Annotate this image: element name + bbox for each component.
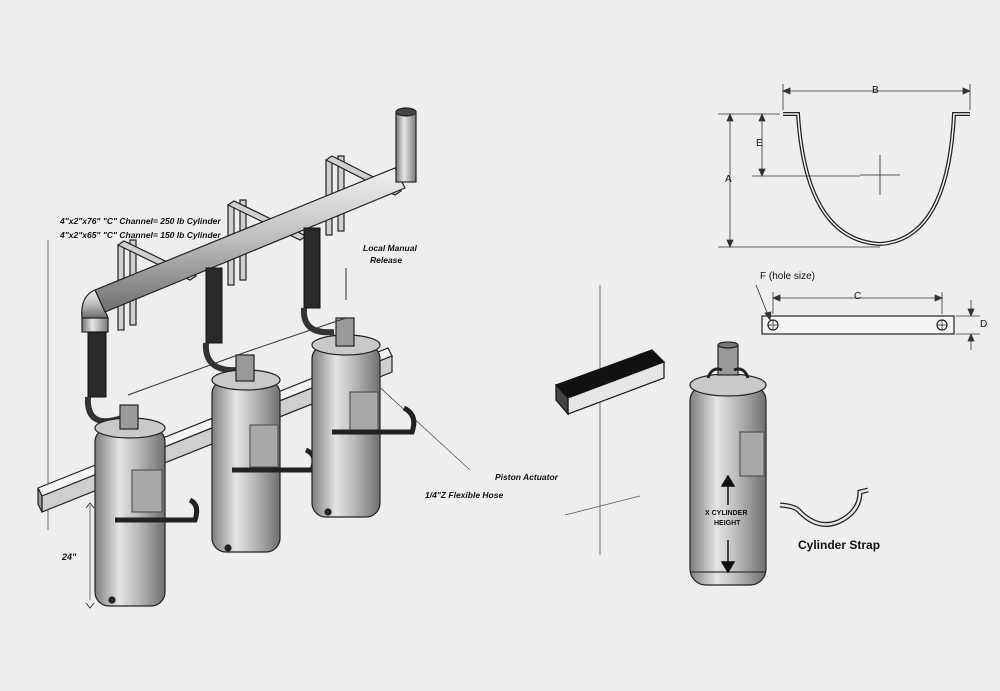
label-flexible-hose: 1/4"Z Flexible Hose (425, 490, 504, 500)
label-channel-150: 4"x2"x65" "C" Channel= 150 lb Cylinder (60, 230, 221, 240)
label-local-manual-1: Local Manual (363, 243, 417, 253)
dimension-lines (718, 84, 972, 249)
dim-24-marks (85, 502, 95, 609)
cylinder-1 (94, 404, 200, 607)
flat-strap-dimensions (755, 284, 980, 350)
label-hole-size: F (hole size) (760, 271, 816, 282)
label-dim-d: D (980, 319, 988, 330)
actuator-cable (127, 317, 347, 396)
label-dim-c: C (854, 291, 862, 302)
cylinder-height-arrow (720, 474, 736, 574)
label-dim-b: B (872, 85, 879, 96)
label-dim-e: E (756, 138, 763, 149)
label-local-manual-2: Release (370, 255, 403, 265)
label-cylinder-height-2: HEIGHT (714, 520, 741, 527)
cylinder-3 (311, 317, 417, 518)
wall-bracket (554, 349, 666, 416)
manifold-pipe (81, 107, 417, 333)
label-piston-actuator: Piston Actuator (495, 472, 558, 482)
label-cylinder-height-1: X CYLINDER (705, 510, 748, 517)
flat-strap-drawing (761, 315, 955, 335)
floor-line-1 (564, 495, 641, 516)
cylinder-2 (211, 354, 317, 553)
label-dim-a: A (725, 174, 732, 185)
label-cylinder-strap: Cylinder Strap (798, 538, 881, 552)
strap-profile-drawing (783, 112, 970, 247)
label-channel-250: 4"x2"x76" "C" Channel= 250 lb Cylinder (60, 216, 221, 226)
label-24-inch: 24" (62, 552, 77, 562)
